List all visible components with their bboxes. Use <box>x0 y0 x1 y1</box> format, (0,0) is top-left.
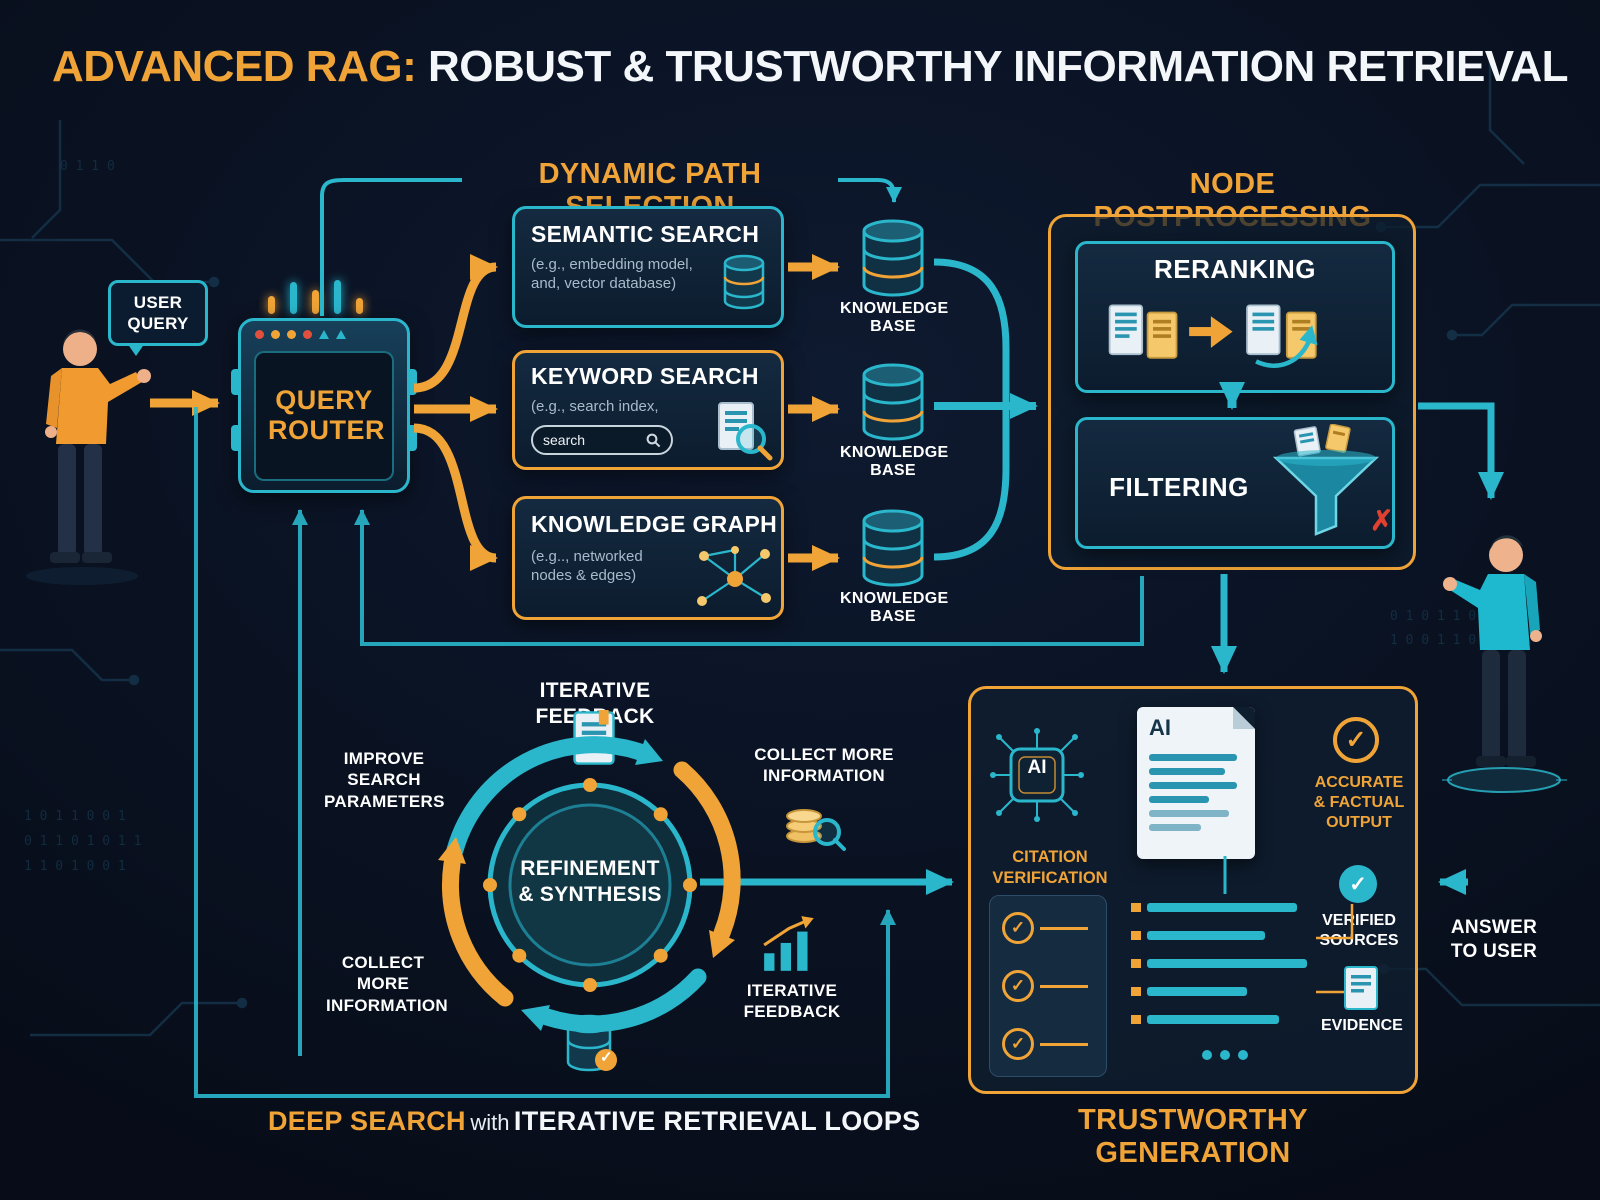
filter-funnel-icon <box>1272 424 1380 536</box>
router-side-tab-icon <box>407 425 417 451</box>
citation-check-row: ✓ <box>1002 912 1088 944</box>
answer-user-figure <box>1442 535 1567 793</box>
loop-right-label: COLLECT MORE INFORMATION <box>754 745 894 786</box>
svg-text:0 1 0 1 1 0: 0 1 0 1 1 0 <box>1390 609 1476 624</box>
progress-chart-icon <box>763 916 814 971</box>
evidence-label: EVIDENCE <box>1321 1017 1403 1034</box>
filtering-box: FILTERING ✗ <box>1075 417 1395 549</box>
knowledge-graph-title: KNOWLEDGE GRAPH <box>531 511 777 537</box>
keyword-search-subtitle: (e.g., search index, <box>531 398 659 415</box>
knowledge-base-icon <box>862 363 924 441</box>
user-figure <box>26 329 151 585</box>
deep-search-caption-mid: with <box>470 1110 510 1135</box>
citation-verification-label: CITATION VERIFICATION <box>992 848 1108 887</box>
page-title-accent: ADVANCED RAG: <box>52 42 417 91</box>
citation-connector <box>1040 1042 1088 1046</box>
ai-chip-circuit-icon <box>990 728 1084 822</box>
user-query-bubble: USER QUERY <box>108 280 208 356</box>
router-glow-bars-icon <box>268 278 363 314</box>
data-magnifier-icon <box>786 809 846 851</box>
svg-text:1 1 0 1 0 0 1: 1 1 0 1 0 0 1 <box>24 859 126 874</box>
check-circle-icon: ✓ <box>1002 970 1034 1002</box>
ai-document: AI <box>1137 707 1255 859</box>
deep-search-caption: DEEP SEARCH with ITERATIVE RETRIEVAL LOO… <box>268 1106 920 1137</box>
citation-connector <box>1040 984 1088 988</box>
verified-sources-label: VERIFIED SOURCES <box>1319 912 1399 949</box>
feedback-document-icon <box>573 710 615 765</box>
user-query-label: USER QUERY <box>127 292 189 333</box>
document-fold-icon <box>1233 707 1255 729</box>
vector-database-icon <box>723 254 765 310</box>
semantic-search-title: SEMANTIC SEARCH <box>531 221 760 247</box>
knowledge-base-label: KNOWLEDGE BASE <box>840 300 949 336</box>
accurate-check-icon: ✓ <box>1333 717 1379 763</box>
query-router: QUERY ROUTER <box>231 318 417 493</box>
answer-to-user-label: ANSWER TO USER <box>1450 917 1538 962</box>
router-status-lights-icon <box>255 330 346 339</box>
svg-text:0 1 1 0 1 0 1 1: 0 1 1 0 1 0 1 1 <box>24 834 141 849</box>
accurate-output-label: ACCURATE & FACTUAL OUTPUT <box>1313 774 1405 831</box>
router-side-tab-icon <box>231 369 241 395</box>
citation-schematic-icon <box>1131 903 1307 1060</box>
check-icon: ✓ <box>1010 976 1026 995</box>
check-icon: ✓ <box>600 1049 613 1066</box>
trustworthy-generation-caption: TRUSTWORTHY GENERATION <box>1078 1104 1308 1169</box>
citation-connector <box>1040 926 1088 930</box>
knowledge-base-label: KNOWLEDGE BASE <box>840 590 949 626</box>
knowledge-graph-subtitle: (e.g.., networked nodes & edges) <box>531 548 643 585</box>
keyword-search-box: KEYWORD SEARCH (e.g., search index, sear… <box>512 350 784 470</box>
loop-left-label: IMPROVE SEARCH PARAMETERS <box>324 749 445 811</box>
evidence-document-icon <box>1344 966 1378 1010</box>
search-input-value: search <box>543 432 586 448</box>
loop-bottom-left-label: COLLECT MORE INFORMATION <box>326 953 448 1015</box>
check-icon: ✓ <box>1010 918 1026 937</box>
citation-check-row: ✓ <box>1002 1028 1088 1060</box>
reranking-title: RERANKING <box>1154 254 1316 284</box>
query-router-label: QUERY ROUTER <box>268 385 385 445</box>
deep-search-caption-accent: DEEP SEARCH <box>268 1106 466 1136</box>
refinement-synthesis-label: REFINEMENT & SYNTHESIS <box>518 857 662 907</box>
deep-search-caption-rest: ITERATIVE RETRIEVAL LOOPS <box>513 1106 921 1136</box>
router-side-tab-icon <box>407 369 417 395</box>
keyword-search-title: KEYWORD SEARCH <box>531 363 759 389</box>
svg-text:0 1 1 0: 0 1 1 0 <box>60 159 115 174</box>
check-icon: ✓ <box>1349 872 1367 896</box>
knowledge-base-icon <box>862 509 924 587</box>
citation-panel: ✓ ✓ ✓ <box>989 895 1107 1077</box>
knowledge-graph-box: KNOWLEDGE GRAPH (e.g.., networked nodes … <box>512 496 784 620</box>
search-icon <box>646 433 661 447</box>
bubble-tail <box>127 343 145 356</box>
check-icon: ✓ <box>1345 726 1367 754</box>
verified-check-icon: ✓ <box>1339 865 1377 903</box>
node-postprocessing-box: RERANKING FILTERING <box>1048 214 1416 570</box>
reranking-box: RERANKING <box>1075 241 1395 393</box>
page-title-rest: ROBUST & TRUSTWORTHY INFORMATION RETRIEV… <box>427 42 1569 91</box>
svg-text:1 0 0 1 1 0 1: 1 0 0 1 1 0 1 <box>1390 633 1492 648</box>
trustworthy-generation-box: AI AI CITATION VERIFICATION ✓ ✓ <box>968 686 1418 1094</box>
database-check-icon: ✓ <box>562 1014 624 1078</box>
search-input[interactable]: search <box>531 425 673 455</box>
svg-text:1 0 1 1 0 0 1: 1 0 1 1 0 0 1 <box>24 809 126 824</box>
check-circle-icon: ✓ <box>1002 1028 1034 1060</box>
graph-nodes-icon <box>697 546 771 606</box>
page-title: ADVANCED RAG: ROBUST & TRUSTWORTHY INFOR… <box>52 42 1569 108</box>
reject-cross-icon: ✗ <box>1370 505 1394 536</box>
filtering-title: FILTERING <box>1109 472 1249 502</box>
loop-bottom-right-label: ITERATIVE FEEDBACK <box>743 981 841 1022</box>
knowledge-base-icon <box>862 219 924 297</box>
check-icon: ✓ <box>1010 1034 1026 1053</box>
check-circle-icon: ✓ <box>1002 912 1034 944</box>
reranking-documents-icon <box>1108 304 1318 368</box>
semantic-search-box: SEMANTIC SEARCH (e.g., embedding model, … <box>512 206 784 328</box>
semantic-search-subtitle: (e.g., embedding model, and, vector data… <box>531 256 693 293</box>
citation-check-row: ✓ <box>1002 970 1088 1002</box>
ai-chip-label: AI <box>1027 757 1047 778</box>
ai-document-label: AI <box>1149 715 1171 740</box>
router-screen: QUERY ROUTER <box>254 351 394 481</box>
search-document-magnifier-icon <box>718 402 773 461</box>
knowledge-base-label: KNOWLEDGE BASE <box>840 444 949 480</box>
router-side-tab-icon <box>231 425 241 451</box>
